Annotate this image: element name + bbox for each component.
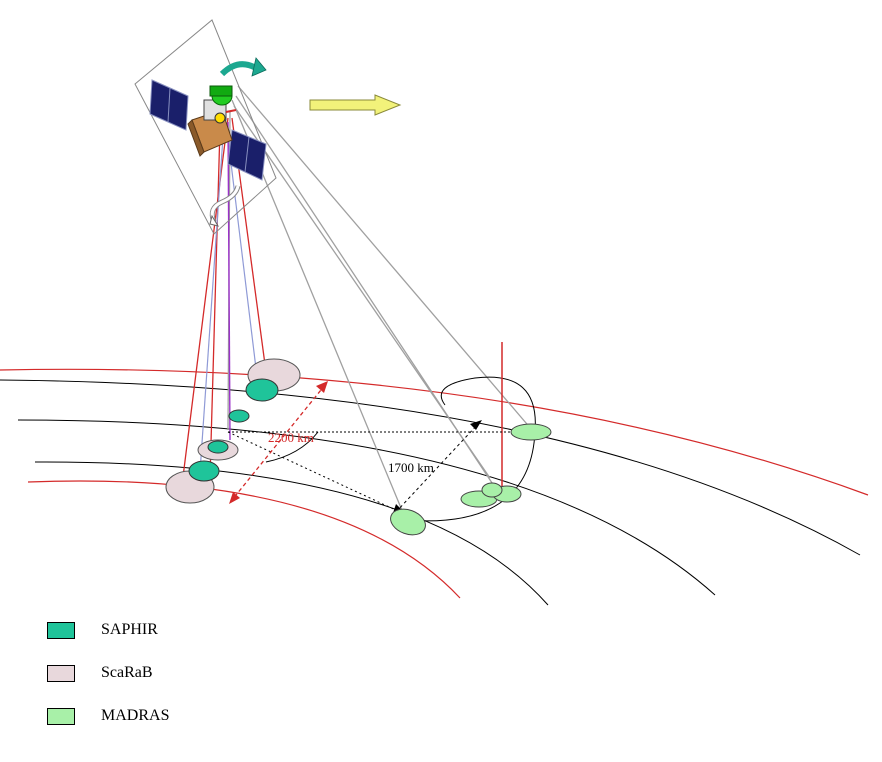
saphir-footprint: [188, 460, 220, 482]
madras-scan-arc: [404, 376, 536, 522]
saphir-footprint: [207, 440, 229, 454]
madras-footprints: [390, 423, 552, 536]
ground-track-lines: [0, 368, 869, 606]
red-track-line-top: [0, 368, 869, 496]
madras-footprint: [510, 423, 552, 441]
madras-view-lines: [227, 85, 533, 521]
legend-item-madras: MADRAS: [47, 706, 169, 726]
madras-swath-arrow-top: [470, 420, 482, 430]
scarab-swath-line: [231, 384, 326, 501]
spin-plane-outline: [134, 19, 277, 235]
nadir-offset-arc: [265, 431, 319, 463]
legend-swatch-saphir: [47, 621, 75, 639]
red-track-line-bottom: [27, 480, 461, 599]
madras-swath-line: [395, 423, 479, 513]
scarab-swath-label: 2200 km: [268, 430, 314, 445]
rotation-arrow-icon: [219, 57, 267, 77]
legend-label: ScaRaB: [101, 664, 153, 681]
satellite-icon: [134, 19, 277, 235]
spin-indicator-icon: [209, 185, 241, 227]
legend-label: SAPHIR: [101, 621, 158, 638]
legend-item-scarab: ScaRaB: [47, 663, 169, 683]
black-track-line-2: [17, 419, 716, 596]
madras-footprint: [481, 482, 503, 498]
legend-swatch-madras: [47, 707, 75, 725]
legend-item-saphir: SAPHIR: [47, 620, 169, 640]
legend-swatch-scarab: [47, 664, 75, 682]
saphir-footprint: [228, 409, 250, 423]
black-track-line-1: [0, 379, 861, 556]
saphir-footprint: [245, 378, 279, 402]
scarab-swath-arrow-bottom: [229, 492, 240, 504]
saphir-footprints: [188, 378, 279, 482]
scarab-swath-arrow-top: [316, 381, 328, 393]
madras-footprint: [390, 508, 426, 536]
flight-direction-arrow-icon: [309, 94, 402, 116]
legend: SAPHIR ScaRaB MADRAS: [47, 620, 169, 749]
madras-swath-label: 1700 km: [388, 460, 434, 475]
legend-label: MADRAS: [101, 707, 170, 724]
black-track-line-3: [34, 461, 549, 606]
